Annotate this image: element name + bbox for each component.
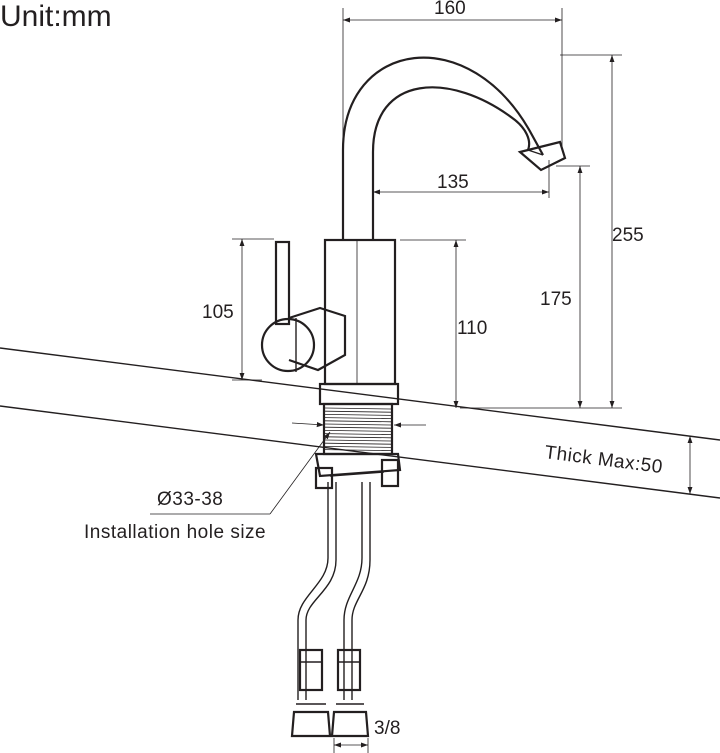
thread-line bbox=[324, 436, 392, 439]
dim-spout-reach: 160 bbox=[342, 0, 563, 150]
dim-total-height: 255 bbox=[460, 54, 644, 409]
handle bbox=[260, 240, 347, 373]
dim-hole-diameter: Ø33-38 Installation hole size bbox=[84, 422, 426, 543]
thread-line bbox=[324, 446, 392, 448]
dim-135-label: 135 bbox=[437, 172, 469, 193]
dim-handle-height: 105 bbox=[202, 238, 274, 381]
thread-line bbox=[324, 430, 392, 432]
spout bbox=[341, 56, 567, 240]
dim-spout-height: 175 bbox=[540, 165, 590, 408]
hole-caption-label: Installation hole size bbox=[84, 522, 266, 543]
thread-line bbox=[324, 420, 392, 423]
thread-line bbox=[324, 442, 392, 445]
mounting-nut bbox=[314, 452, 402, 490]
thread-line bbox=[324, 423, 392, 426]
connector-label: 3/8 bbox=[374, 718, 400, 739]
supply-hoses bbox=[290, 482, 371, 738]
thread-line bbox=[324, 439, 392, 442]
thread-line bbox=[324, 414, 392, 416]
dim-110-label: 110 bbox=[457, 318, 487, 339]
threaded-shank bbox=[322, 402, 394, 456]
dim-175-label: 175 bbox=[540, 289, 572, 310]
thread-line bbox=[324, 433, 392, 435]
dim-105-label: 105 bbox=[202, 302, 234, 323]
thread-line bbox=[324, 426, 392, 429]
dim-spout-inner: 135 bbox=[373, 160, 550, 198]
unit-label: Unit:mm bbox=[0, 0, 112, 33]
dim-connector: 3/8 bbox=[333, 718, 400, 753]
thread-line bbox=[324, 410, 392, 413]
thread-line bbox=[324, 417, 392, 419]
thread-line bbox=[324, 449, 392, 451]
faucet-body bbox=[318, 238, 400, 406]
hole-diameter-label: Ø33-38 bbox=[157, 489, 223, 510]
countertop bbox=[0, 347, 720, 499]
dim-160-label: 160 bbox=[434, 0, 466, 19]
thread-line bbox=[324, 407, 392, 410]
thickness-label: Thick Max:50 bbox=[543, 442, 664, 478]
dim-body-height: 110 bbox=[400, 239, 487, 408]
dim-255-label: 255 bbox=[612, 225, 644, 246]
